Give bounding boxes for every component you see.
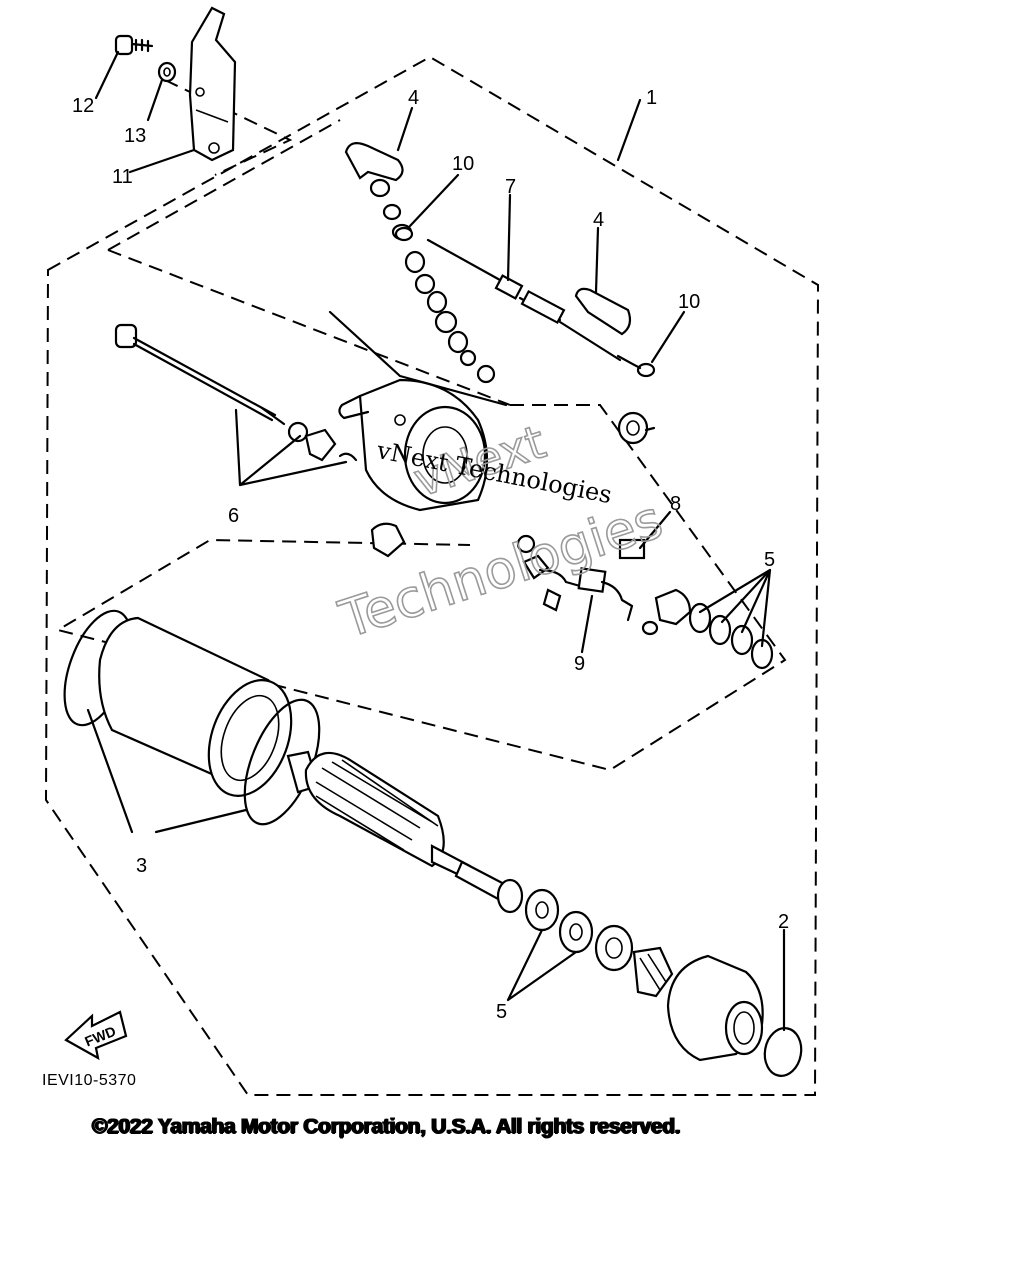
- callout-4-lower: 4: [593, 209, 604, 231]
- upper-washer-stack: [654, 588, 774, 670]
- diagram-code: IEVI10-5370: [42, 1072, 137, 1089]
- leader-lines: [86, 50, 786, 1032]
- front-cover-part: [666, 954, 764, 1062]
- bracket-part: [188, 6, 237, 162]
- callout-7: 7: [505, 176, 516, 198]
- callout-4-upper: 4: [408, 87, 419, 109]
- watermark-line2: Technologies: [332, 490, 669, 651]
- callout-9: 9: [574, 653, 585, 675]
- callout-10-lower: 10: [678, 291, 700, 313]
- callout-12: 12: [72, 95, 94, 117]
- bolt-part: [114, 34, 154, 56]
- callout-5-upper: 5: [764, 549, 775, 571]
- rear-cover-part: [338, 378, 489, 512]
- callout-labels: 1 2 3 4 4 5 5 6 7 8 9 10 10 11 12 13: [72, 87, 789, 1023]
- callout-2: 2: [778, 911, 789, 933]
- callout-8: 8: [670, 493, 681, 515]
- terminal-cap-part: [344, 141, 404, 198]
- terminal-boot-part: [574, 287, 632, 336]
- terminal-bolt-part: [426, 238, 622, 362]
- assembly-boundary: [44, 55, 820, 1096]
- bolt-washers: [287, 421, 358, 462]
- oring-part: [763, 1027, 803, 1077]
- front-bearing-stack: [496, 878, 674, 998]
- callout-1: 1: [646, 87, 657, 109]
- callout-11: 11: [112, 166, 133, 188]
- rear-bearing-part: [617, 411, 656, 445]
- washer-part: [157, 61, 177, 83]
- through-bolt-part: [114, 323, 286, 426]
- armature-part: [286, 750, 510, 902]
- yoke-part: [63, 609, 321, 826]
- copyright-notice: ©2022 Yamaha Motor Corporation, U.S.A. A…: [92, 1115, 681, 1138]
- callout-13: 13: [124, 125, 146, 147]
- brush-holder-part: [370, 522, 659, 636]
- callout-10-upper: 10: [452, 153, 474, 175]
- callout-6: 6: [228, 505, 239, 527]
- callout-5-lower: 5: [496, 1001, 507, 1023]
- terminal-lug-part: [394, 226, 656, 378]
- brush-group-boundary: [55, 119, 787, 772]
- callout-3: 3: [136, 855, 147, 877]
- fwd-arrow-icon: FWD: [64, 1010, 128, 1061]
